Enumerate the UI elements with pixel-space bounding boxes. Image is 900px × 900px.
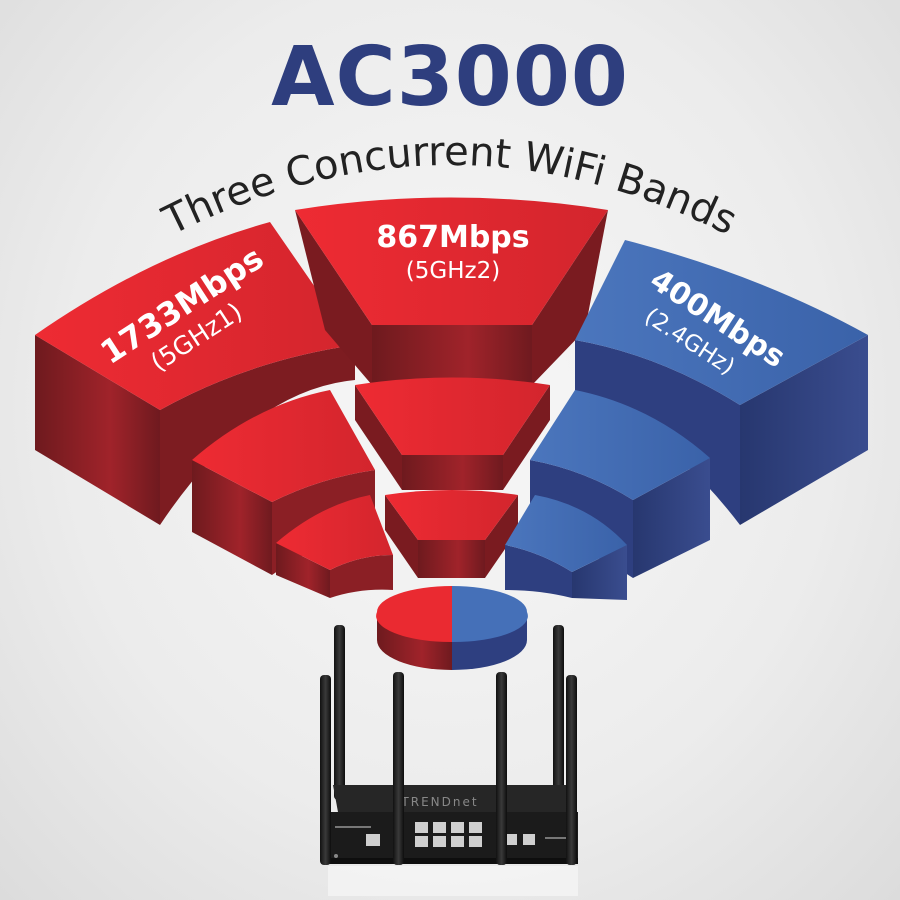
- band-2-4ghz-graphic: [505, 240, 868, 600]
- antenna-icon: [334, 625, 345, 800]
- signal-source-puck: [376, 586, 528, 670]
- band-5ghz1-graphic: [35, 222, 393, 598]
- band-5ghz2-label: (5GHz2): [406, 258, 500, 284]
- product-title: AC3000: [271, 30, 629, 125]
- router: TRENDnet: [320, 625, 578, 896]
- antenna-icon: [566, 675, 577, 865]
- router-brand-logo: TRENDnet: [400, 795, 478, 809]
- band-5ghz2-speed: 867Mbps: [376, 220, 529, 255]
- antenna-icon: [496, 672, 507, 865]
- antenna-icon: [553, 625, 564, 800]
- antenna-icon: [320, 675, 331, 865]
- antenna-icon: [393, 672, 404, 865]
- band-5ghz2-graphic: [295, 197, 608, 578]
